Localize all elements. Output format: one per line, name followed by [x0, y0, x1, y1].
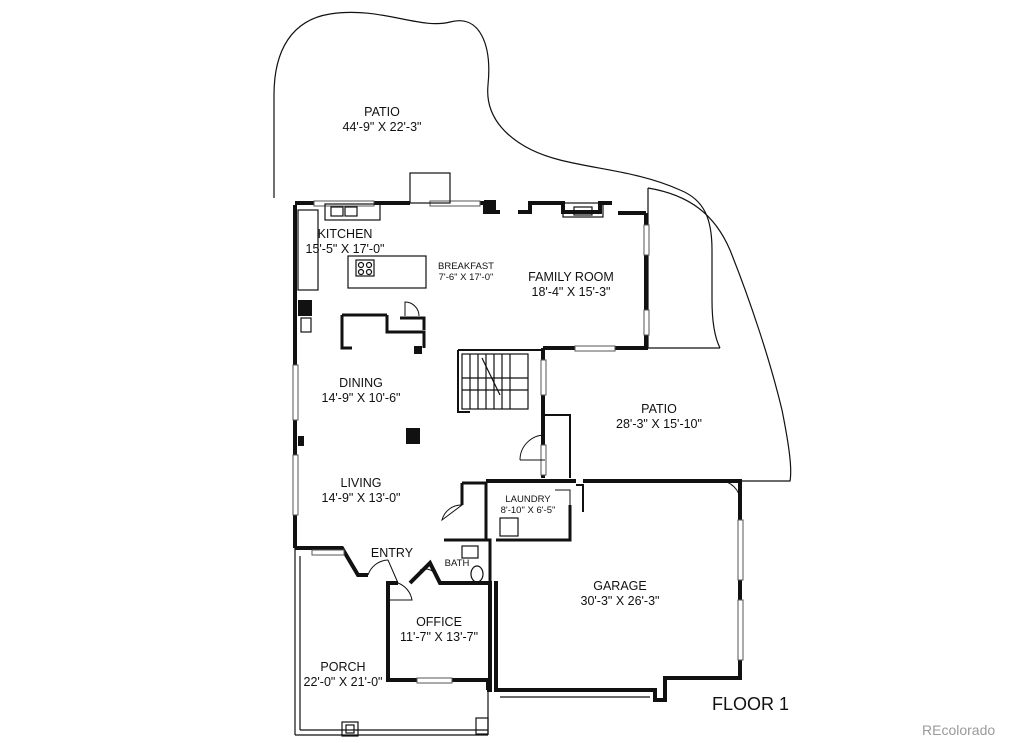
room-size-breakfast: 7'-6" X 17'-0"	[439, 272, 494, 283]
floor-label: FLOOR 1	[712, 694, 789, 714]
room-size-porch: 22'-0" X 21'-0"	[304, 675, 383, 689]
room-size-laundry: 8'-10" X 6'-5"	[501, 505, 556, 516]
room-name-living: LIVING	[341, 476, 382, 490]
doors	[367, 301, 741, 601]
patio-top-outline	[273, 11, 721, 349]
room-size-family-room: 18'-4" X 15'-3"	[532, 285, 611, 299]
room-size-garage: 30'-3" X 26'-3"	[581, 594, 660, 608]
watermark: REcolorado	[922, 722, 995, 738]
room-size-patio-right: 28'-3" X 15'-10"	[616, 417, 702, 431]
room-name-dining: DINING	[339, 376, 383, 390]
windows	[292, 200, 744, 684]
patio-right-outline	[647, 187, 792, 482]
room-name-laundry: LAUNDRY	[505, 494, 551, 505]
room-size-kitchen: 15'-5" X 17'-0"	[306, 242, 385, 256]
room-size-office: 11'-7" X 13'-7"	[400, 630, 478, 644]
bath-fixtures	[461, 517, 519, 583]
room-size-dining: 14'-9" X 10'-6"	[322, 391, 401, 405]
room-name-patio-right: PATIO	[641, 402, 677, 416]
kitchen-fixtures	[297, 203, 427, 333]
kitchen-island	[347, 255, 427, 289]
staircase	[461, 353, 529, 410]
room-size-living: 14'-9" X 13'-0"	[322, 491, 401, 505]
room-name-breakfast: BREAKFAST	[438, 261, 494, 272]
room-name-bath: BATH	[445, 558, 470, 569]
fireplace	[409, 172, 604, 218]
exterior-walls	[293, 201, 742, 702]
interior-walls	[340, 313, 584, 583]
room-name-family-room: FAMILY ROOM	[528, 270, 614, 284]
room-size-patio-top: 44'-9" X 22'-3"	[343, 120, 422, 134]
room-name-garage: GARAGE	[593, 579, 647, 593]
columns	[298, 200, 496, 446]
room-name-patio-top: PATIO	[364, 105, 400, 119]
patio-right-inner-edge	[647, 188, 720, 349]
room-name-entry: ENTRY	[371, 546, 414, 560]
room-name-kitchen: KITCHEN	[318, 227, 373, 241]
room-labels: PATIO 44'-9" X 22'-3" KITCHEN 15'-5" X 1…	[304, 105, 702, 689]
room-name-porch: PORCH	[320, 660, 365, 674]
room-name-office: OFFICE	[416, 615, 462, 629]
porch-structure	[294, 548, 489, 737]
